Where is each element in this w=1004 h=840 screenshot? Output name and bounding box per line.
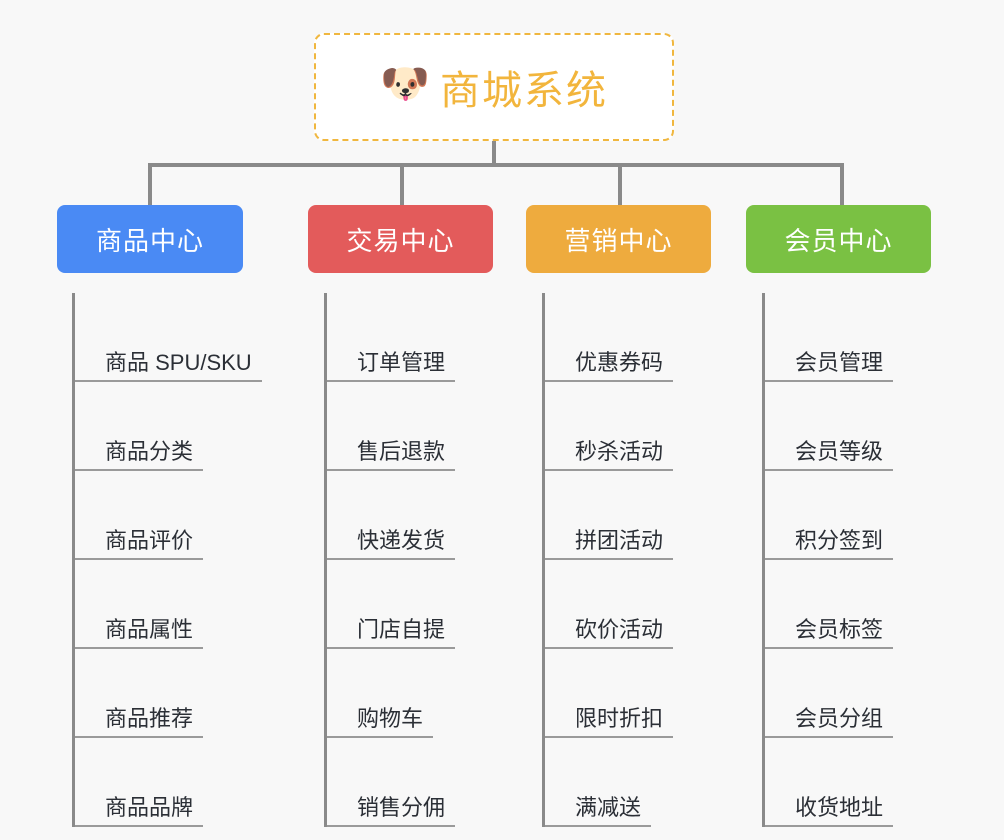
item-label: 拼团活动	[545, 528, 674, 560]
category-column-4: 会员中心 会员管理 会员等级 积分签到 会员标签 会员分组 收货地址	[746, 205, 931, 827]
item-label: 商品分类	[75, 439, 204, 471]
item-label: 会员分组	[765, 706, 894, 738]
item-label: 销售分佣	[327, 795, 456, 827]
item-label: 积分签到	[765, 528, 894, 560]
item-label: 限时折扣	[545, 706, 674, 738]
connector-drop-3	[618, 163, 622, 207]
item-label: 购物车	[327, 706, 434, 738]
list-item[interactable]: 门店自提	[327, 560, 493, 649]
list-item[interactable]: 商品评价	[75, 471, 247, 560]
item-label: 商品推荐	[75, 706, 204, 738]
category-header-2[interactable]: 交易中心	[308, 205, 493, 273]
category-column-1: 商品中心 商品 SPU/SKU 商品分类 商品评价 商品属性 商品推荐 商品品牌	[57, 205, 262, 827]
list-item[interactable]: 购物车	[327, 649, 493, 738]
connector-drop-2	[400, 163, 404, 207]
category-header-1[interactable]: 商品中心	[57, 205, 243, 273]
system-title-card: 🐶 商城系统	[314, 33, 674, 141]
list-item[interactable]: 商品分类	[75, 382, 247, 471]
item-label: 快递发货	[327, 528, 456, 560]
category-header-3[interactable]: 营销中心	[526, 205, 711, 273]
list-item[interactable]: 商品属性	[75, 560, 247, 649]
item-label: 砍价活动	[545, 617, 674, 649]
category-label-2: 交易中心	[346, 225, 455, 256]
list-item[interactable]: 优惠券码	[545, 293, 711, 382]
connector-drop-4	[840, 163, 844, 207]
list-item[interactable]: 收货地址	[765, 738, 931, 827]
item-label: 商品品牌	[75, 795, 204, 827]
category-items-4: 会员管理 会员等级 积分签到 会员标签 会员分组 收货地址	[762, 293, 931, 827]
item-label: 满减送	[545, 795, 652, 827]
list-item[interactable]: 砍价活动	[545, 560, 711, 649]
list-item[interactable]: 售后退款	[327, 382, 493, 471]
list-item[interactable]: 限时折扣	[545, 649, 711, 738]
item-label: 售后退款	[327, 439, 456, 471]
list-item[interactable]: 会员分组	[765, 649, 931, 738]
category-column-3: 营销中心 优惠券码 秒杀活动 拼团活动 砍价活动 限时折扣 满减送	[526, 205, 711, 827]
item-label: 会员标签	[765, 617, 894, 649]
category-items-1: 商品 SPU/SKU 商品分类 商品评价 商品属性 商品推荐 商品品牌	[72, 293, 262, 827]
list-item[interactable]: 积分签到	[765, 471, 931, 560]
item-label: 订单管理	[327, 350, 456, 382]
category-items-3: 优惠券码 秒杀活动 拼团活动 砍价活动 限时折扣 满减送	[542, 293, 711, 827]
item-label: 收货地址	[765, 795, 894, 827]
list-item[interactable]: 会员等级	[765, 382, 931, 471]
category-items-2: 订单管理 售后退款 快递发货 门店自提 购物车 销售分佣	[324, 293, 493, 827]
category-label-4: 会员中心	[784, 225, 893, 256]
list-item[interactable]: 商品推荐	[75, 649, 247, 738]
connector-trunk-vertical	[492, 141, 496, 166]
item-label: 商品评价	[75, 528, 204, 560]
category-label-1: 商品中心	[95, 225, 204, 256]
list-item[interactable]: 销售分佣	[327, 738, 493, 827]
list-item[interactable]: 商品 SPU/SKU	[75, 293, 262, 382]
item-label: 优惠券码	[545, 350, 674, 382]
list-item[interactable]: 拼团活动	[545, 471, 711, 560]
connector-drop-1	[148, 163, 152, 207]
item-label: 商品属性	[75, 617, 204, 649]
list-item[interactable]: 会员管理	[765, 293, 931, 382]
item-label: 会员等级	[765, 439, 894, 471]
list-item[interactable]: 秒杀活动	[545, 382, 711, 471]
list-item[interactable]: 会员标签	[765, 560, 931, 649]
list-item[interactable]: 商品品牌	[75, 738, 247, 827]
item-label: 会员管理	[765, 350, 894, 382]
item-label: 商品 SPU/SKU	[75, 350, 262, 382]
dog-face-icon: 🐶	[380, 62, 430, 106]
category-label-3: 营销中心	[564, 225, 673, 256]
category-column-2: 交易中心 订单管理 售后退款 快递发货 门店自提 购物车 销售分佣	[308, 205, 493, 827]
category-header-4[interactable]: 会员中心	[746, 205, 931, 273]
connector-bus-horizontal	[148, 163, 844, 167]
list-item[interactable]: 快递发货	[327, 471, 493, 560]
list-item[interactable]: 订单管理	[327, 293, 493, 382]
list-item[interactable]: 满减送	[545, 738, 711, 827]
page-title: 商城系统	[440, 69, 608, 113]
item-label: 门店自提	[327, 617, 456, 649]
item-label: 秒杀活动	[545, 439, 674, 471]
